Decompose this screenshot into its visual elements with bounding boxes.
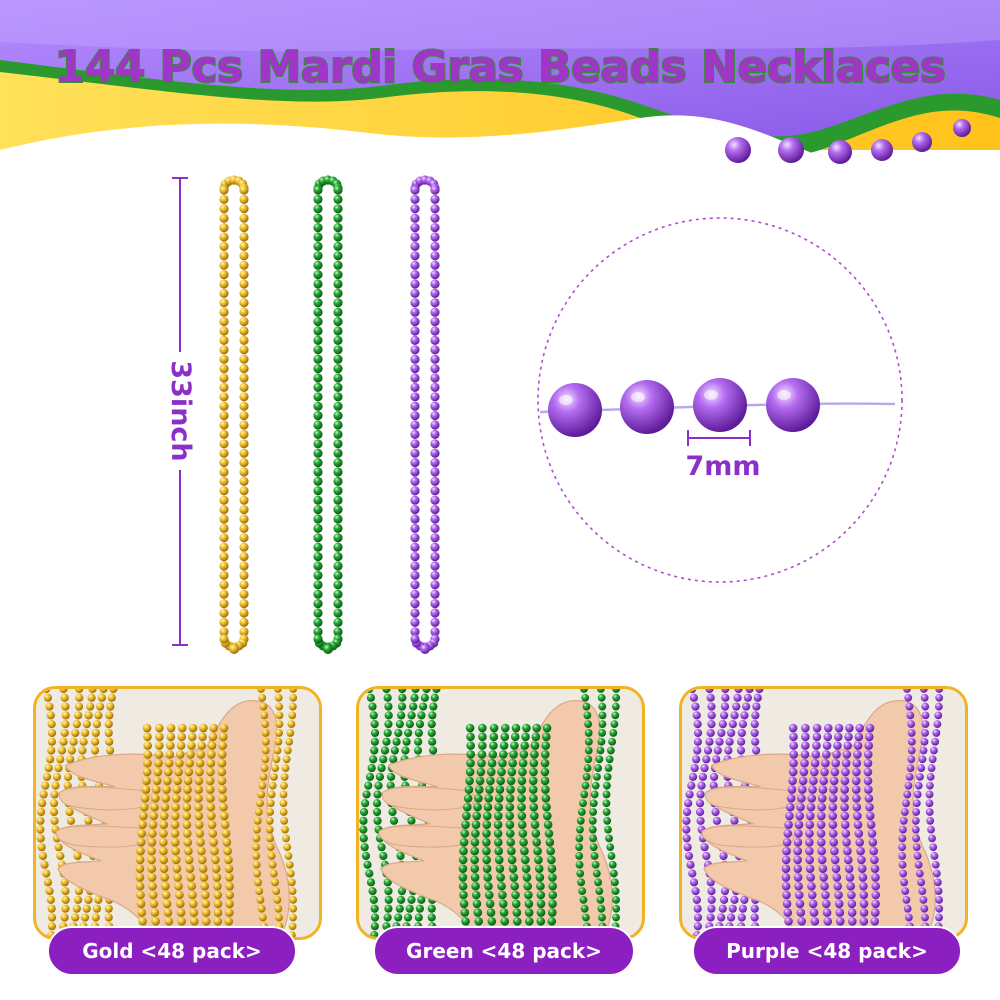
header-bead-4 xyxy=(912,132,932,152)
header-bead-0 xyxy=(725,137,751,163)
card-gold-pack xyxy=(33,686,322,940)
header-purple-wave xyxy=(0,0,1000,137)
header-bead-row xyxy=(725,119,971,164)
hand-with-purple-beads xyxy=(682,689,965,937)
header-white-swoop xyxy=(0,115,1000,175)
card-purple-pack xyxy=(679,686,968,940)
detail-bead-2 xyxy=(693,378,747,432)
hand-with-gold-beads xyxy=(36,689,319,937)
header-background xyxy=(0,0,1000,175)
header-bead-3 xyxy=(871,139,893,161)
detail-bead-1 xyxy=(620,380,674,434)
hand-with-green-beads xyxy=(359,689,642,937)
detail-beads xyxy=(548,378,820,437)
detail-bead-3 xyxy=(766,378,820,432)
header-highlight xyxy=(0,0,1000,52)
pack-label-gold: Gold <48 pack> xyxy=(47,926,297,976)
necklace-green xyxy=(313,175,343,654)
header-bead-2 xyxy=(828,140,852,164)
bead-size-detail: 7mm xyxy=(537,217,903,583)
length-indicator: 33inch xyxy=(165,177,196,646)
necklace-purple xyxy=(410,175,440,654)
pack-label-green: Green <48 pack> xyxy=(373,926,635,976)
header-bead-5 xyxy=(953,119,971,137)
necklace-gold xyxy=(219,175,249,654)
bead-size-label: 7mm xyxy=(685,451,760,482)
header-bead-1 xyxy=(778,137,804,163)
detail-bead-0 xyxy=(548,383,602,437)
length-label-bg xyxy=(166,352,194,470)
card-green-pack xyxy=(356,686,645,940)
page-title: 144 Pcs Mardi Gras Beads Necklaces xyxy=(54,42,945,93)
length-label: 33inch xyxy=(165,360,196,461)
pack-label-purple: Purple <48 pack> xyxy=(692,926,962,976)
